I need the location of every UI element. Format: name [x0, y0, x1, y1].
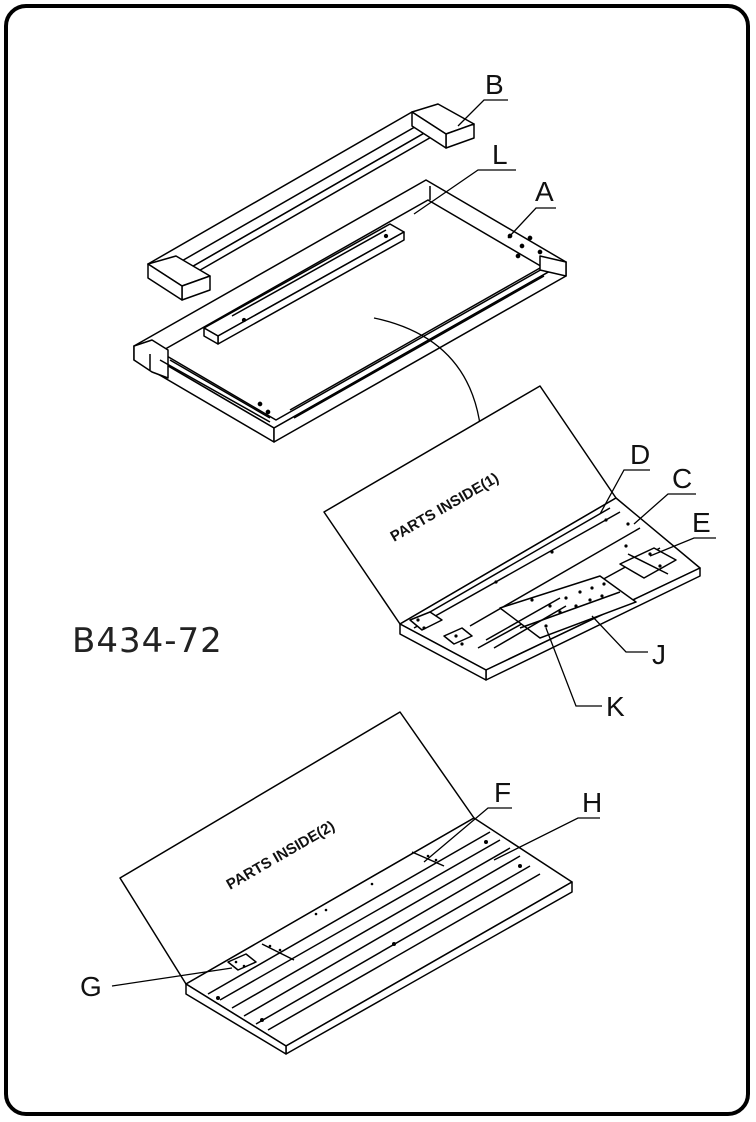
top-assembly-drawing [133, 103, 567, 443]
label-a: A [535, 176, 554, 207]
label-f: F [494, 777, 511, 808]
label-d: D [630, 439, 650, 470]
part-l-bar [203, 223, 405, 345]
label-h: H [582, 787, 602, 818]
parts-box-2 [119, 711, 573, 1055]
page-border [4, 4, 750, 1116]
label-e: E [692, 507, 711, 538]
parts-box-1 [323, 385, 701, 681]
label-k: K [606, 691, 625, 722]
label-leaders [111, 99, 716, 987]
label-j: J [652, 639, 666, 670]
model-number: B434-72 [72, 621, 223, 661]
part-b-rail [147, 103, 475, 301]
label-g: G [80, 971, 102, 1002]
label-b: B [485, 69, 504, 100]
label-l: L [492, 139, 508, 170]
part-a-frame [133, 179, 567, 443]
label-c: C [672, 463, 692, 494]
